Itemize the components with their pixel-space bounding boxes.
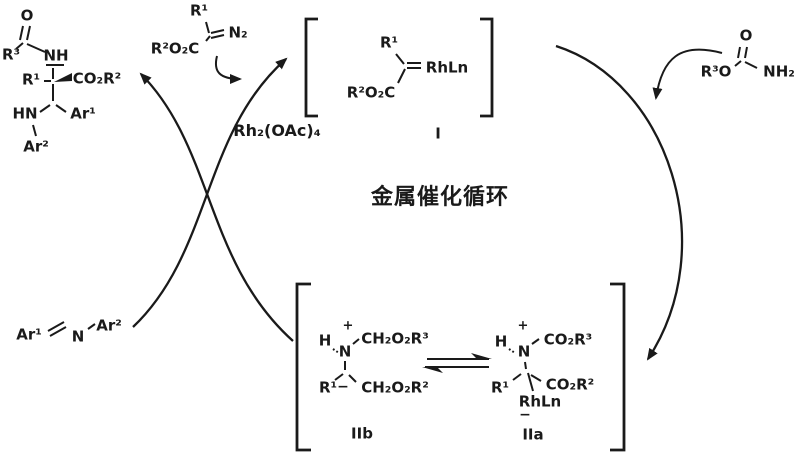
product-carbonyl-o-label: O [20, 6, 34, 25]
carbamate-r3o-label: R³O [700, 62, 732, 81]
imine-n-label: N [71, 327, 85, 346]
catalyst-label: Rh₂(OAc)₄ [233, 121, 321, 140]
carbenoid-bonds [395, 53, 421, 84]
product-hn-label: HN [12, 104, 38, 123]
bracket-II-right [610, 282, 626, 452]
diazo-bonds [205, 21, 225, 42]
arrow-to-product [139, 72, 294, 342]
iia-rhln-label: RhLn [518, 392, 562, 411]
arrow-diazo-feed [215, 55, 242, 84]
carbenoid-rhln-label: RhLn [425, 58, 469, 77]
cycle-title: 金属催化循环 [370, 185, 510, 210]
equilibrium-arrows [422, 353, 492, 373]
carbenoid-ester-label: R²O₂C [346, 83, 396, 102]
product-ar2-label: Ar² [23, 137, 49, 156]
iia-minus-charge: − [519, 407, 531, 423]
iib-top-group-label: CH₂O₂R³ [361, 329, 429, 348]
product-r1-label: R¹ [21, 70, 41, 89]
brackets [295, 17, 626, 452]
iib-h-label: H [318, 331, 332, 350]
iia-h-label: H [494, 332, 508, 351]
iia-bottom-group-label: CO₂R² [545, 375, 595, 394]
product-ester-label: CO₂R² [72, 69, 122, 88]
product-r3-label: R³ [1, 45, 21, 64]
cycle-arrows [132, 44, 723, 361]
carbenoid-r1-label: R¹ [379, 33, 399, 52]
bracket-II-left [295, 282, 311, 452]
product-bonds [15, 25, 72, 137]
diazo-n2-label: N₂ [228, 23, 248, 42]
arrow-imine-to-carbenoid [132, 57, 288, 328]
diazo-ester-label: R²O₂C [150, 39, 200, 58]
intermediate-IIa-label: IIa [522, 425, 544, 444]
iia-plus-charge: + [517, 318, 529, 334]
arrow-carbenoid-to-ylide [555, 44, 684, 361]
imine-ar2-label: Ar² [96, 316, 122, 335]
arrow-carbamate-feed [652, 48, 723, 100]
bracket-I-left [304, 17, 318, 118]
iia-n-label: N [517, 342, 531, 361]
iia-top-group-label: CO₂R³ [543, 330, 593, 349]
imine-ar1-label: Ar¹ [16, 325, 42, 344]
carbamate-o-label: O [739, 26, 753, 45]
wedge-bond [54, 73, 72, 82]
intermediate-I-label: I [435, 124, 441, 143]
iib-bottom-group-label: CH₂O₂R² [361, 378, 429, 397]
iib-plus-charge: + [342, 318, 354, 334]
diazo-r1-label: R¹ [189, 1, 209, 20]
intermediate-IIb-label: IIb [351, 424, 373, 443]
bracket-I-right [480, 17, 494, 118]
iib-r1-label: R¹ [318, 378, 338, 397]
iib-minus-charge: − [337, 379, 349, 395]
carbamate-nh2-label: NH₂ [763, 62, 795, 81]
iia-r1-label: R¹ [490, 378, 510, 397]
imine-bonds [47, 321, 96, 337]
iib-n-label: N [338, 342, 352, 361]
carbamate-bonds [734, 46, 758, 69]
ylide-iia-bonds [508, 338, 542, 392]
ylide-iib-bonds [332, 338, 360, 383]
product-ar1-label: Ar¹ [70, 104, 96, 123]
product-nh-label: NH [43, 46, 69, 65]
